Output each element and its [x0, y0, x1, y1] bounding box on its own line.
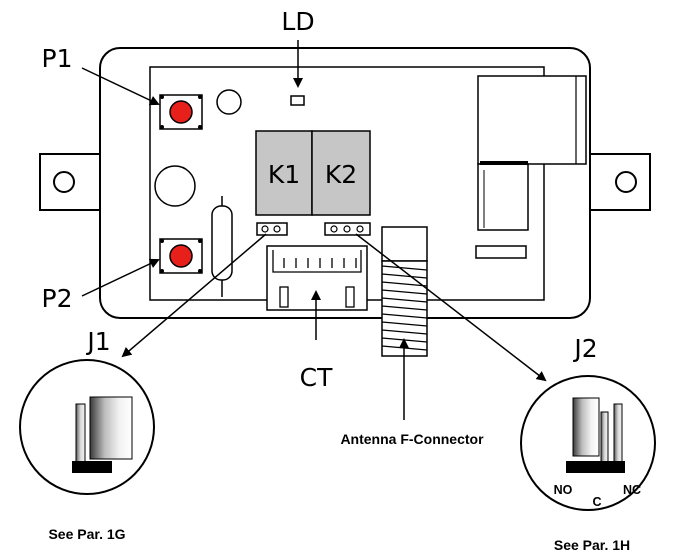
transformer-block: [475, 75, 587, 259]
j2-nc-label: NC: [623, 483, 641, 497]
p2-button: [159, 238, 203, 274]
j2-no-label: NO: [554, 483, 573, 497]
p1-hole: [216, 89, 242, 115]
j2-label: J2: [572, 334, 597, 363]
relay-k1: K1: [255, 130, 313, 216]
p2-label: P2: [42, 284, 73, 313]
j2-detail: NO C NC: [520, 375, 656, 511]
j1-header: [256, 222, 288, 236]
left-mounting-tab: [39, 153, 100, 211]
ct-label: CT: [300, 363, 333, 392]
ct-connector: [266, 245, 368, 311]
j2-header: [324, 222, 371, 236]
axial-component: [211, 196, 233, 297]
p1-button: [159, 94, 203, 130]
see-par-1h-label: See Par. 1H: [554, 537, 630, 553]
j1-detail: [19, 359, 155, 495]
antenna-connector: [381, 226, 428, 357]
p1-pointer: [81, 67, 160, 106]
ld-label: LD: [281, 7, 314, 36]
see-par-1g-label: See Par. 1G: [48, 526, 125, 542]
j1-label: J1: [85, 327, 110, 356]
p1-label: P1: [42, 44, 73, 73]
relay-k2: K2: [311, 130, 371, 216]
right-mounting-tab: [590, 153, 651, 211]
p2-pointer: [81, 258, 160, 297]
mounting-hole: [154, 165, 196, 207]
j2-c-label: C: [592, 495, 601, 509]
k2-label: K2: [325, 160, 357, 189]
ld-led: [290, 95, 305, 106]
j1-pointer: [121, 233, 267, 358]
j2-pointer: [355, 233, 547, 382]
k1-label: K1: [268, 160, 300, 189]
antenna-label: Antenna F-Connector: [340, 431, 484, 447]
